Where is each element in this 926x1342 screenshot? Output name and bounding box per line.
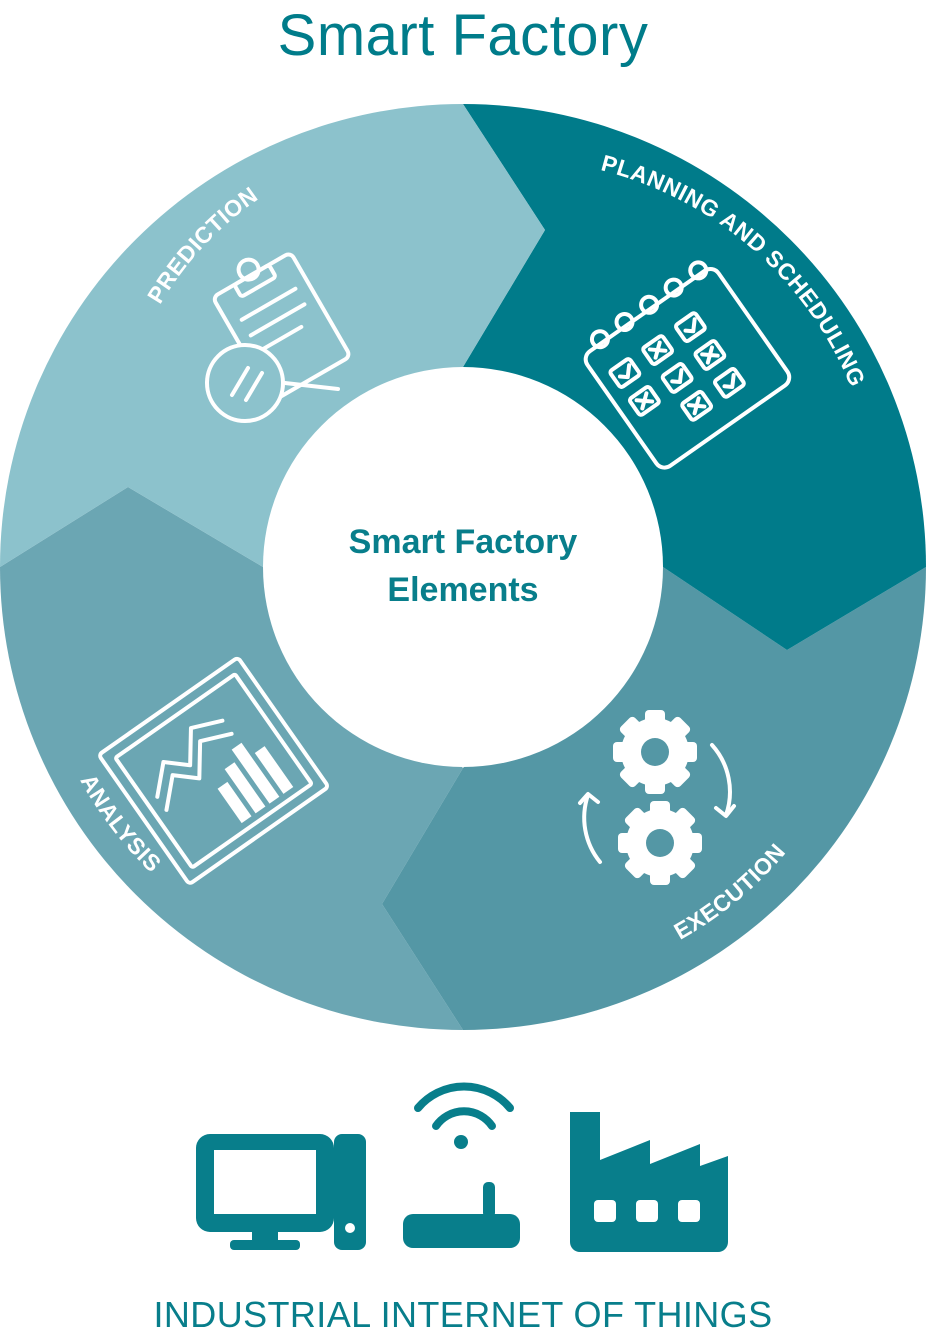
center-label-line1: Smart Factory	[348, 523, 578, 561]
computer-icon	[196, 1134, 366, 1250]
chart-report-icon	[98, 656, 329, 885]
segment-execution[interactable]	[382, 567, 926, 1342]
center-label-line2: Elements	[387, 571, 539, 609]
footer-label: INDUSTRIAL INTERNET OF THINGS	[153, 1294, 773, 1335]
wifi-router-icon	[403, 1082, 520, 1248]
center-circle	[263, 367, 663, 767]
page-title: Smart Factory	[277, 3, 649, 68]
factory-icon	[570, 1112, 728, 1252]
center-label: Smart Factory Elements	[263, 518, 663, 614]
gears-icon	[578, 710, 736, 885]
clipboard-magnifier-icon	[205, 252, 351, 423]
calendar-icon	[583, 260, 792, 470]
